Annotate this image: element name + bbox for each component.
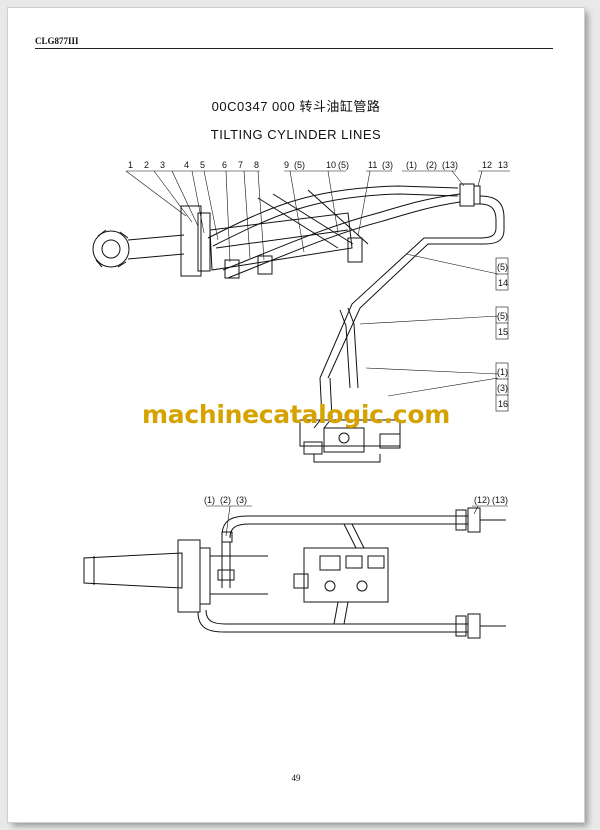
title-chinese: 00C0347 000 转斗油缸管路: [211, 99, 381, 114]
callout-labels-bottom: (1) (2) (3) (12) (13): [204, 495, 508, 505]
page-number: 49: [291, 773, 301, 783]
catalog-page: CLG877III 00C0347 000 转斗油缸管路 TILTING CYL…: [8, 8, 584, 822]
callout-label: (1): [204, 495, 215, 505]
callout-label: (3): [497, 383, 508, 393]
callout-label: 16: [498, 399, 508, 409]
callout-label: 15: [498, 327, 508, 337]
upper-cylinder-assembly: [92, 183, 505, 463]
callout-label: 2: [144, 160, 149, 170]
callout-label: 10: [326, 160, 336, 170]
callout-label: (2): [220, 495, 231, 505]
callout-label: 7: [238, 160, 243, 170]
callout-label: (3): [382, 160, 393, 170]
callout-boxes: [495, 257, 509, 412]
callout-label: (5): [338, 160, 349, 170]
callout-label: 3: [160, 160, 165, 170]
callout-label: 5: [200, 160, 205, 170]
model-header: CLG877III: [35, 36, 79, 46]
callout-label: 1: [128, 160, 133, 170]
callout-label: (3): [236, 495, 247, 505]
callout-label: 8: [254, 160, 259, 170]
header-rule: [35, 48, 553, 49]
leader-lines: [125, 170, 510, 537]
callout-label: (5): [497, 262, 508, 272]
callout-label: 14: [498, 278, 508, 288]
callout-label: 12: [482, 160, 492, 170]
callout-label: (13): [492, 495, 508, 505]
callout-label: (13): [442, 160, 458, 170]
parts-drawing: 1 2 3 4 5 6 7 8 9 (5) 10 (5) 11 (3) (1) …: [83, 160, 510, 639]
callout-labels-top: 1 2 3 4 5 6 7 8 9 (5) 10 (5) 11 (3) (1) …: [128, 160, 508, 170]
callout-label: 9: [284, 160, 289, 170]
watermark: machinecatalogic.com: [142, 400, 450, 429]
callout-label: (1): [406, 160, 417, 170]
callout-labels-side: (5) 14 (5) 15 (1) (3) 16: [497, 262, 508, 409]
callout-label: 6: [222, 160, 227, 170]
callout-label: (5): [294, 160, 305, 170]
callout-label: (1): [497, 367, 508, 377]
callout-label: (5): [497, 311, 508, 321]
title-english: TILTING CYLINDER LINES: [210, 127, 382, 142]
callout-label: 11: [368, 160, 377, 170]
lower-cylinder-assembly: [83, 507, 506, 639]
callout-label: 13: [498, 160, 508, 170]
callout-label: 4: [184, 160, 189, 170]
callout-label: (2): [426, 160, 437, 170]
callout-label: (12): [474, 495, 490, 505]
